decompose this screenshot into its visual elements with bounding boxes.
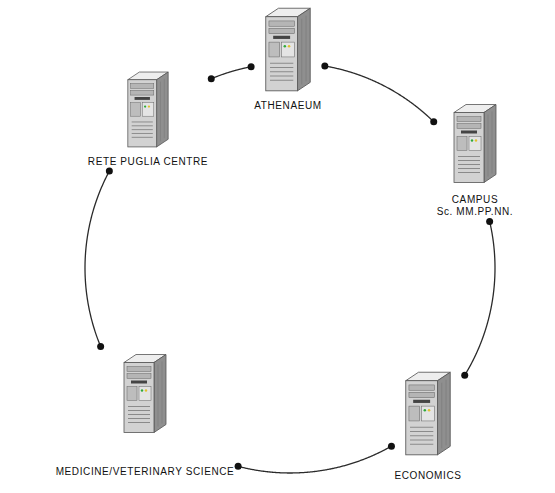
server-label: ATHENAEUM [254, 100, 321, 112]
server-label: RETE PUGLIA CENTRE [88, 156, 208, 168]
server-label: CAMPUS [452, 194, 498, 206]
link-endpoint-dot [430, 118, 437, 125]
ring-link-group [208, 63, 255, 82]
ring-link [211, 67, 251, 79]
ring-link-group [85, 168, 113, 350]
ring-link [325, 66, 434, 122]
ring-link [465, 221, 495, 375]
server-label: MEDICINE/VETERINARY SCIENCE [56, 466, 235, 478]
server-label: ECONOMICS [394, 470, 461, 482]
link-endpoint-dot [486, 218, 493, 225]
ring-link [238, 446, 391, 473]
link-endpoint-dot [235, 463, 242, 470]
link-endpoint-dot [106, 168, 113, 175]
link-endpoint-dot [97, 343, 104, 350]
server-icon [261, 4, 315, 94]
server-node: RETE PUGLIA CENTRE [88, 68, 208, 168]
server-icon [120, 350, 170, 436]
ring-link-group [235, 443, 395, 473]
ring-link-group [321, 62, 437, 125]
server-node: MEDICINE/VETERINARY SCIENCE [56, 350, 235, 478]
ring-link-group [461, 218, 495, 379]
server-icon [124, 68, 172, 150]
link-endpoint-dot [388, 443, 395, 450]
ring-link [85, 171, 109, 346]
server-node: CAMPUSSc. MM.PP.NN. [437, 100, 514, 218]
link-endpoint-dot [461, 372, 468, 379]
server-icon [401, 368, 455, 458]
server-node: ATHENAEUM [254, 4, 321, 112]
link-endpoint-dot [321, 62, 328, 69]
link-endpoint-dot [208, 75, 215, 82]
server-node: ECONOMICS [394, 368, 461, 482]
server-label: Sc. MM.PP.NN. [437, 206, 514, 218]
server-icon [450, 100, 500, 186]
link-endpoint-dot [248, 63, 255, 70]
